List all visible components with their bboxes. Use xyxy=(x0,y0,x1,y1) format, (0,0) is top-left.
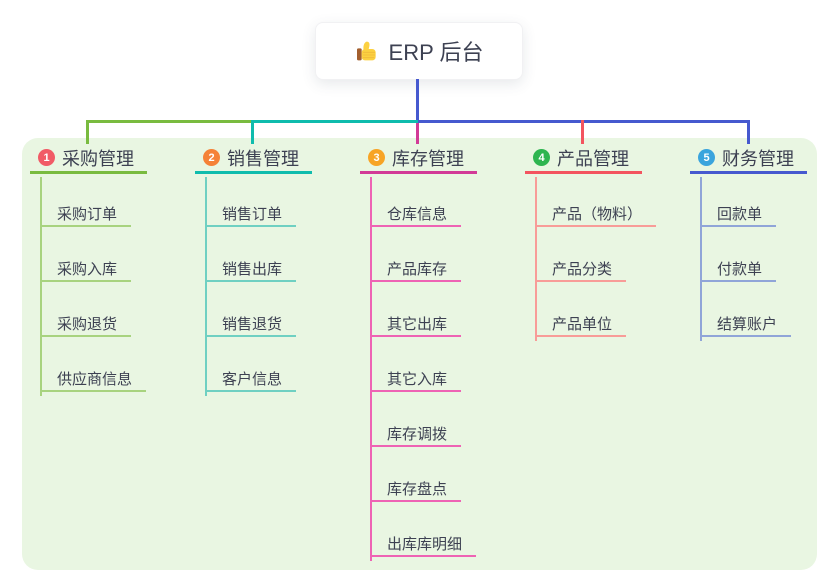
connector-bus-mid xyxy=(253,120,418,123)
child-node[interactable]: 销售退货 xyxy=(205,313,297,337)
connector-drop-inventory xyxy=(416,123,419,144)
branch-label: 销售管理 xyxy=(227,148,299,169)
connector-drop-sales xyxy=(251,120,254,144)
branch-label: 产品管理 xyxy=(557,148,629,169)
connector-root-drop xyxy=(416,79,419,121)
branch-sales: 2 销售管理 销售订单 销售出库 销售退货 客户信息 xyxy=(195,144,325,396)
branch-spine xyxy=(370,177,372,561)
connector-drop-product xyxy=(581,120,584,144)
badge-3: 3 xyxy=(368,149,385,166)
branch-label: 库存管理 xyxy=(392,148,464,169)
child-node[interactable]: 产品库存 xyxy=(370,258,462,282)
connector-bus-right xyxy=(418,120,750,123)
branch-header-inventory[interactable]: 3 库存管理 xyxy=(360,144,477,174)
child-node[interactable]: 产品单位 xyxy=(535,313,627,337)
child-node[interactable]: 出库库明细 xyxy=(370,533,477,557)
badge-1: 1 xyxy=(38,149,55,166)
connector-bus-left xyxy=(86,120,253,123)
child-node[interactable]: 其它入库 xyxy=(370,368,462,392)
canvas-panel xyxy=(22,138,817,570)
child-node[interactable]: 采购订单 xyxy=(40,203,132,227)
child-node[interactable]: 付款单 xyxy=(700,258,777,282)
branch-purchase: 1 采购管理 采购订单 采购入库 采购退货 供应商信息 xyxy=(30,144,160,396)
connector-drop-purchase xyxy=(86,120,89,144)
badge-5: 5 xyxy=(698,149,715,166)
branch-label: 采购管理 xyxy=(62,148,134,169)
child-node[interactable]: 其它出库 xyxy=(370,313,462,337)
child-node[interactable]: 销售订单 xyxy=(205,203,297,227)
child-node[interactable]: 采购入库 xyxy=(40,258,132,282)
branch-label: 财务管理 xyxy=(722,148,794,169)
child-node[interactable]: 结算账户 xyxy=(700,313,792,337)
branch-header-product[interactable]: 4 产品管理 xyxy=(525,144,642,174)
badge-4: 4 xyxy=(533,149,550,166)
child-node[interactable]: 回款单 xyxy=(700,203,777,227)
child-node[interactable]: 库存盘点 xyxy=(370,478,462,502)
child-node[interactable]: 供应商信息 xyxy=(40,368,147,392)
child-node[interactable]: 产品分类 xyxy=(535,258,627,282)
child-node[interactable]: 销售出库 xyxy=(205,258,297,282)
child-node[interactable]: 库存调拨 xyxy=(370,423,462,447)
branch-header-sales[interactable]: 2 销售管理 xyxy=(195,144,312,174)
branch-spine xyxy=(205,177,207,396)
branch-header-finance[interactable]: 5 财务管理 xyxy=(690,144,807,174)
child-node[interactable]: 采购退货 xyxy=(40,313,132,337)
child-node[interactable]: 产品（物料） xyxy=(535,203,657,227)
child-node[interactable]: 客户信息 xyxy=(205,368,297,392)
branch-spine xyxy=(700,177,702,341)
thumbs-up-icon xyxy=(356,41,376,61)
branch-spine xyxy=(40,177,42,396)
root-node[interactable]: ERP 后台 xyxy=(315,22,523,80)
branch-product: 4 产品管理 产品（物料） 产品分类 产品单位 xyxy=(525,144,657,341)
branch-header-purchase[interactable]: 1 采购管理 xyxy=(30,144,147,174)
badge-2: 2 xyxy=(203,149,220,166)
branch-finance: 5 财务管理 回款单 付款单 结算账户 xyxy=(690,144,820,341)
child-node[interactable]: 仓库信息 xyxy=(370,203,462,227)
root-label: ERP 后台 xyxy=(388,40,484,65)
branch-spine xyxy=(535,177,537,341)
branch-inventory: 3 库存管理 仓库信息 产品库存 其它出库 其它入库 库存调拨 库存盘点 出库库… xyxy=(360,144,490,561)
connector-drop-finance xyxy=(747,120,750,144)
